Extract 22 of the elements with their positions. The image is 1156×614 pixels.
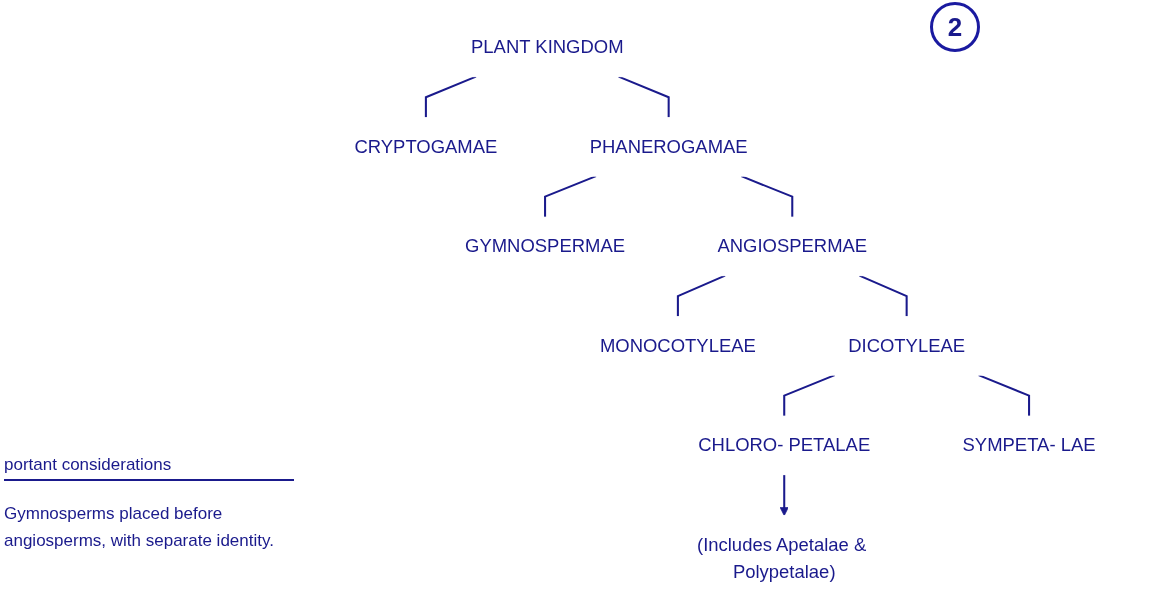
node-text: ANGIOSPERMAE bbox=[717, 235, 868, 257]
arrow bbox=[779, 474, 789, 517]
connector bbox=[544, 175, 597, 218]
node-text: GYMNOSPERMAE bbox=[465, 235, 626, 257]
node-text: CHLORO- PETALAE bbox=[698, 434, 871, 456]
connector bbox=[676, 274, 726, 317]
node-text: SYMPETA- LAE bbox=[962, 434, 1096, 456]
connector bbox=[740, 175, 794, 218]
connector bbox=[618, 75, 670, 118]
page-number: 2 bbox=[930, 2, 980, 52]
node-text: (Includes Apetalae & Polypetalae) bbox=[696, 534, 867, 583]
node-text: PHANEROGAMAE bbox=[589, 136, 748, 157]
connector bbox=[978, 374, 1031, 417]
node-text: PLANT KINGDOM bbox=[471, 36, 624, 58]
node-text: CRYPTOGAMAE bbox=[354, 136, 498, 157]
connector bbox=[859, 274, 908, 317]
note-text: Gymnosperms placed before angiosperms, with separate identity. bbox=[4, 503, 275, 553]
connector bbox=[783, 374, 836, 417]
connector bbox=[424, 75, 477, 118]
note-heading: portant considerations bbox=[4, 455, 294, 481]
node-text: MONOCOTYLEAE bbox=[599, 335, 756, 356]
node-text: DICOTYLEAE bbox=[848, 335, 966, 356]
